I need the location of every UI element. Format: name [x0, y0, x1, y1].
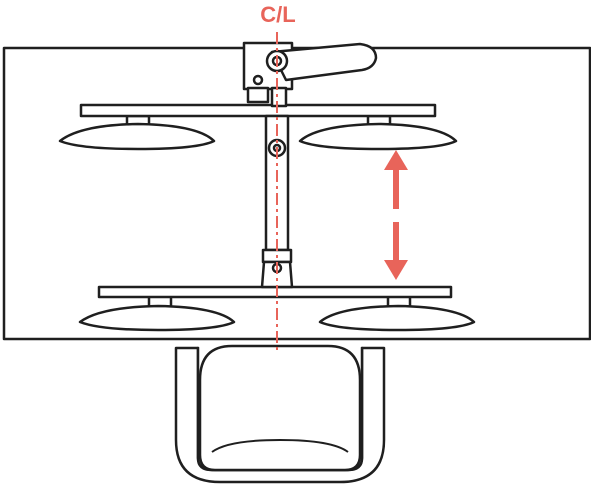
height-adjust-arrow [384, 150, 408, 280]
chair [174, 344, 386, 484]
upper-monitor-left [58, 114, 216, 151]
lower-tray [97, 285, 453, 299]
lever-handle [265, 42, 378, 82]
centerline-label: C/L [260, 2, 295, 27]
lower-monitor-right [318, 294, 476, 332]
upper-tray [79, 103, 437, 118]
lower-monitor-left [78, 294, 236, 332]
